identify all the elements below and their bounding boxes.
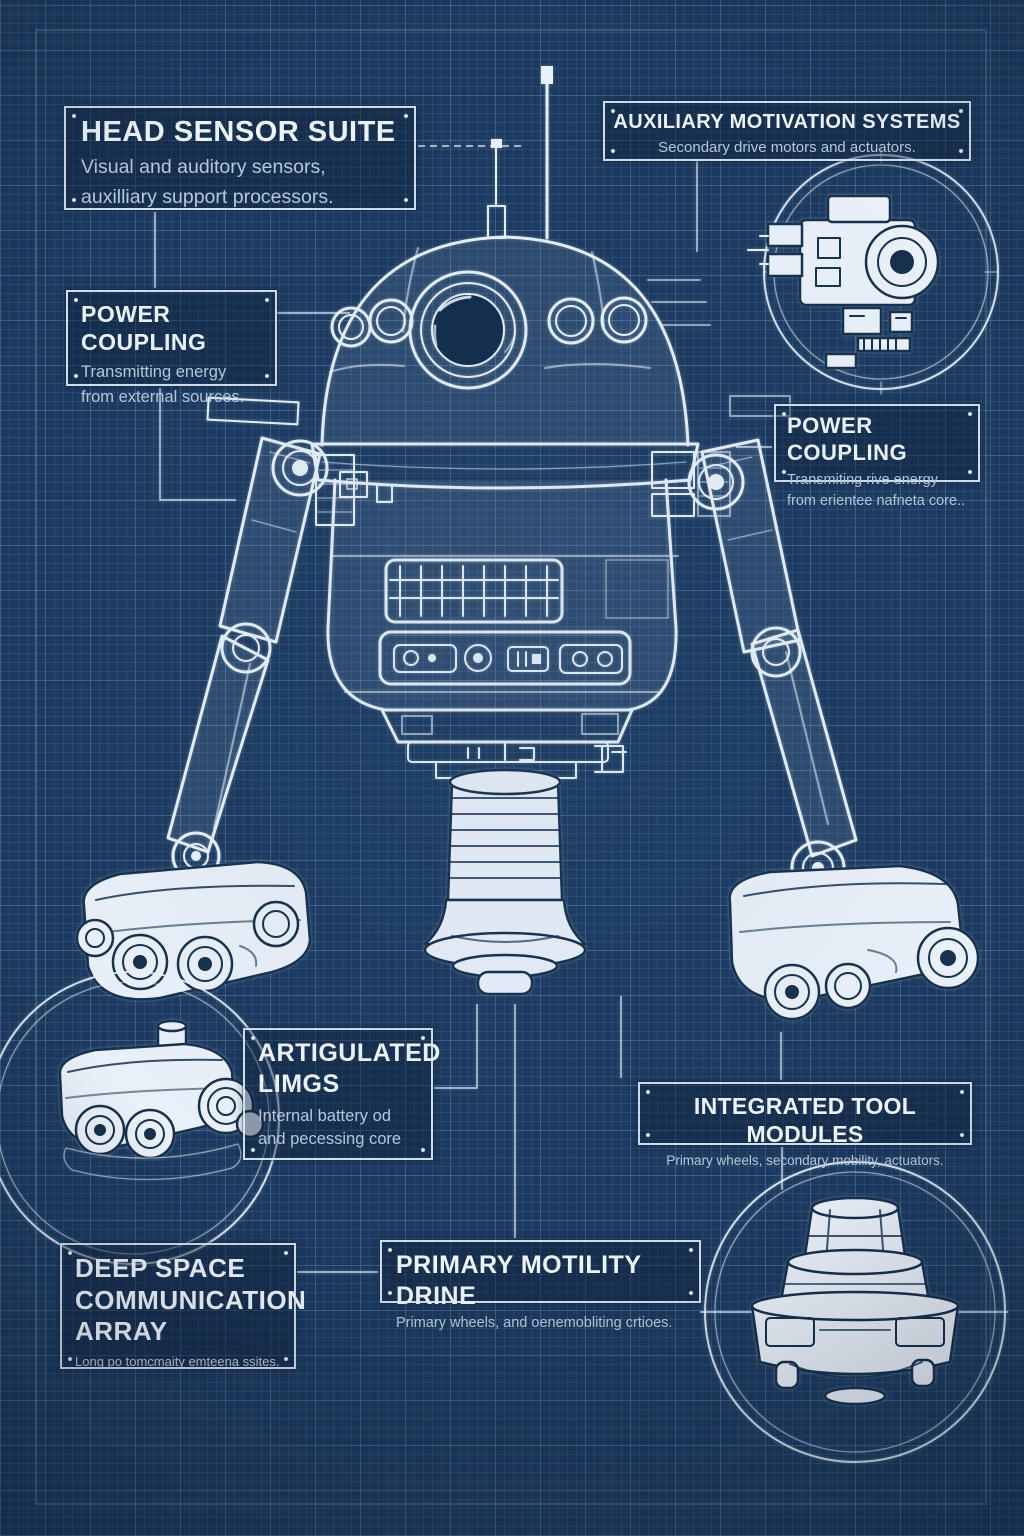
antenna-tall <box>541 66 553 240</box>
callout-deep-space-array: DEEP SPACE COMMUNICATION ARRAY Long po t… <box>60 1243 307 1370</box>
callout-power-coupling-right: POWER COUPLING Transmiting rive energy f… <box>774 404 980 509</box>
callout-title: POWER COUPLING <box>81 301 207 356</box>
callout-title-line: ARRAY <box>75 1316 168 1347</box>
right-foot <box>728 864 980 1021</box>
callout-auxiliary-motivation: AUXILIARY MOTIVATION SYSTEMS Secondary d… <box>603 101 971 161</box>
callout-title: HEAD SENSOR SUITE <box>81 116 396 148</box>
callout-title: PRIMARY MOTILITY DRINE <box>396 1251 642 1310</box>
callout-title-line: COMMUNICATION <box>75 1284 307 1315</box>
left-foot <box>75 860 312 1001</box>
left-arm <box>75 436 329 1001</box>
callout-head-sensor-suite: HEAD SENSOR SUITE Visual and auditory se… <box>64 106 416 210</box>
callout-desc-line: and pecessing core <box>258 1130 402 1149</box>
callout-desc-line: Internal battery od <box>258 1107 391 1125</box>
callout-desc-line: from external sources. <box>81 387 245 406</box>
callout-title: AUXILIARY MOTIVATION SYSTEMS <box>613 111 961 133</box>
callout-integrated-tool-modules: INTEGRATED TOOL MODULES Primary wheels, … <box>638 1082 972 1168</box>
callout-primary-motility-drive: PRIMARY MOTILITY DRINE Primary wheels, a… <box>380 1240 701 1331</box>
callout-desc-line: Long po tomcmaity emteena ssites. <box>75 1354 280 1370</box>
callout-desc-line: from erientee nafneta core.. <box>787 492 966 509</box>
droid-body <box>315 451 731 779</box>
callout-desc-line: Visual and auditory sensors, <box>81 156 326 179</box>
callout-title-line: DEEP SPACE <box>75 1253 246 1283</box>
right-arm <box>687 438 980 1021</box>
callout-desc-line: Primary wheels, secondary mobility, actu… <box>666 1153 944 1169</box>
center-pedestal <box>423 768 587 996</box>
callout-power-coupling-left: POWER COUPLING Transmitting energy from … <box>66 290 277 406</box>
wheel-pod-closeup <box>0 971 280 1265</box>
callout-articulated-limbs: ARTIGULATED LIMGS Internal battery od an… <box>243 1028 441 1160</box>
callout-desc-line: Primary wheels, and oenemobliting crtioe… <box>396 1315 673 1331</box>
aux-motor-closeup <box>747 149 999 395</box>
callout-title: INTEGRATED TOOL MODULES <box>693 1093 917 1148</box>
callout-title: POWER COUPLING <box>787 413 908 465</box>
callout-desc-line: auxilliary support processors. <box>81 186 334 208</box>
callout-desc-line: Transmiting rive energy <box>787 471 938 488</box>
callout-title-line: ARTIGULATED <box>258 1039 441 1067</box>
antenna-short <box>487 139 506 239</box>
callout-title-line: LIMGS <box>258 1069 340 1098</box>
callout-desc-line: Transmitting energy <box>81 363 227 382</box>
callout-desc-line: Secondary drive motors and actuators. <box>658 139 916 157</box>
